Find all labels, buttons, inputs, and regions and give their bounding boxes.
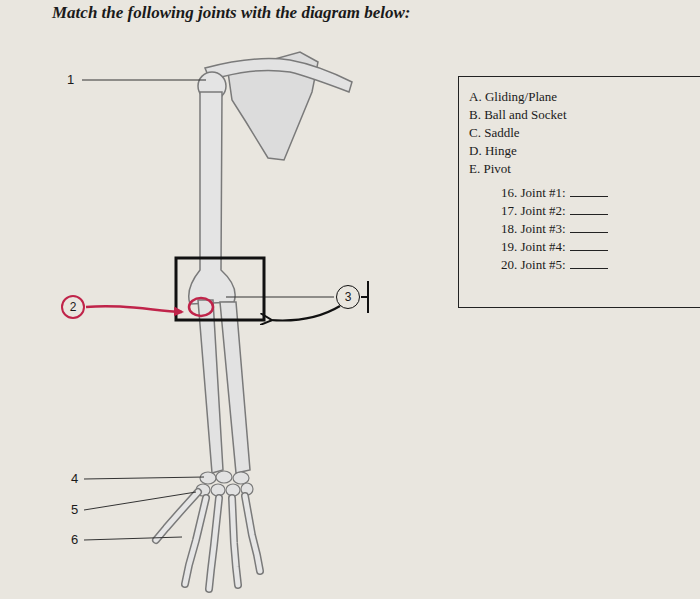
- callout-number: 3: [345, 291, 352, 303]
- text-content: B. Ball and Socket: [469, 107, 567, 122]
- callout-number: 1: [67, 72, 74, 87]
- circled-number: 3: [336, 285, 360, 309]
- text-content: 16. Joint #1:: [501, 185, 566, 200]
- answer-blank: [570, 258, 608, 269]
- text-content: C. Saddle: [469, 125, 520, 140]
- hand-drawn-marks: [86, 258, 368, 320]
- callout-number: 5: [71, 502, 78, 517]
- text-content: 18. Joint #3:: [501, 221, 566, 236]
- hand-bones: [156, 492, 260, 589]
- circled-number: 2: [61, 295, 85, 319]
- callout-number: 2: [70, 301, 77, 313]
- callout-number: 4: [71, 471, 78, 486]
- text-content: 19. Joint #4:: [501, 239, 566, 254]
- joint-type-option: D. Hinge: [469, 143, 517, 159]
- joint-type-option: C. Saddle: [469, 125, 520, 141]
- text-content: 20. Joint #5:: [501, 257, 566, 272]
- answer-blank: [570, 222, 608, 233]
- text-content: D. Hinge: [469, 143, 517, 158]
- answer-panel: A. Gliding/Plane B. Ball and Socket C. Sad…: [458, 76, 700, 308]
- answer-question: 19. Joint #4:: [501, 239, 608, 255]
- text-content: 17. Joint #2:: [501, 203, 566, 218]
- answer-question: 17. Joint #2:: [501, 203, 608, 219]
- answer-question: 16. Joint #1:: [501, 185, 608, 201]
- answer-question: 20. Joint #5:: [501, 257, 608, 273]
- answer-blank: [570, 204, 608, 215]
- forearm-bones: [198, 300, 250, 473]
- joint-type-option: E. Pivot: [469, 161, 511, 177]
- answer-question: 18. Joint #3:: [501, 221, 608, 237]
- joint-type-option: B. Ball and Socket: [469, 107, 567, 123]
- clavicle: [205, 58, 352, 92]
- worksheet-title: Match the following joints with the diag…: [52, 3, 410, 23]
- joint-type-option: A. Gliding/Plane: [469, 89, 557, 105]
- answer-blank: [570, 240, 608, 251]
- text-content: E. Pivot: [469, 161, 511, 176]
- text-content: A. Gliding/Plane: [469, 89, 557, 104]
- callout-number: 6: [71, 532, 78, 547]
- leader-lines: [82, 80, 334, 540]
- humerus: [189, 72, 236, 304]
- answer-blank: [570, 186, 608, 197]
